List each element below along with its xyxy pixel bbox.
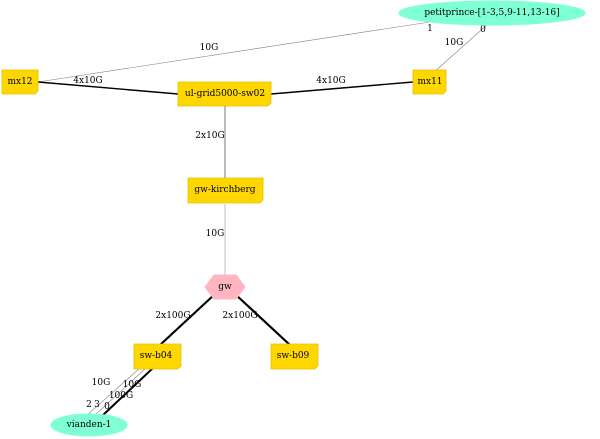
node-petitprince[interactable]: petitprince-[1-3,5,9-11,13-16] <box>398 0 586 26</box>
node-gw[interactable]: gw <box>204 274 246 300</box>
switch-shape <box>1 69 39 95</box>
gateway-hexagon <box>204 274 246 300</box>
nodes: petitprince-[1-3,5,9-11,13-16] mx12 ul-g… <box>1 0 586 437</box>
node-sw-b09[interactable]: sw-b09 <box>270 343 319 370</box>
edge-label-mx12-ul-grid5000-sw02: 4x10G <box>73 76 102 86</box>
switch-shape <box>412 69 447 95</box>
edge-label-ul-grid5000-sw02-mx11: 4x10G <box>316 76 345 86</box>
switch-shape <box>187 177 264 204</box>
port-label-vianden-c: 0 <box>104 402 110 412</box>
edge-label-gw-sw-b04: 2x100G <box>155 311 190 321</box>
switch-shape <box>270 343 319 370</box>
edge-label-petitprince-mx11: 10G <box>445 38 464 48</box>
node-mx12[interactable]: mx12 <box>1 69 39 95</box>
edge-sw-b04-vianden-b <box>93 367 147 417</box>
node-sw-b04[interactable]: sw-b04 <box>133 343 182 370</box>
edges <box>37 21 489 417</box>
edge-label-sw-b04-vianden-b: 10G <box>123 380 142 390</box>
edge-ul-grid5000-sw02-mx11 <box>270 81 414 95</box>
switch-shape <box>177 81 272 107</box>
edge-label-gw-sw-b09: 2x100G <box>222 311 257 321</box>
node-label-ul-grid5000-sw02: ul-grid5000-sw02 <box>185 89 265 99</box>
switch-shape <box>133 343 182 370</box>
edge-gw-sw-b09 <box>234 293 291 346</box>
edge-sw-b04-vianden-a <box>85 367 141 417</box>
node-label-gw: gw <box>218 282 232 292</box>
edge-mx12-ul-grid5000-sw02 <box>37 81 179 95</box>
edge-petitprince-mx12 <box>37 21 431 83</box>
edge-label-gw-kirchberg-gw: 10G <box>206 229 225 239</box>
port-label-petitprince-mx12: 1 <box>427 24 433 34</box>
node-label-petitprince: petitprince-[1-3,5,9-11,13-16] <box>424 8 559 18</box>
node-label-sw-b09: sw-b09 <box>277 351 310 361</box>
node-label-mx12: mx12 <box>7 77 32 87</box>
edge-labels: 10G 1 10G 0 4x10G 4x10G 2x10G 10G 2x100G… <box>73 24 486 412</box>
edge-gw-sw-b04 <box>159 293 216 346</box>
edge-label-sw-b04-vianden-a: 10G <box>92 378 111 388</box>
edge-label-ul-grid5000-sw02-gw-kirchberg: 2x10G <box>195 131 224 141</box>
edge-label-petitprince-mx12: 10G <box>200 43 219 53</box>
edge-petitprince-mx11 <box>432 23 489 74</box>
cluster-ellipse <box>398 0 586 26</box>
node-label-gw-kirchberg: gw-kirchberg <box>194 185 255 195</box>
node-label-sw-b04: sw-b04 <box>140 351 173 361</box>
node-mx11[interactable]: mx11 <box>412 69 447 95</box>
port-label-vianden-b: 3 <box>94 400 100 410</box>
node-ul-grid5000-sw02[interactable]: ul-grid5000-sw02 <box>177 81 272 107</box>
edge-label-sw-b04-vianden-c: 100G <box>109 391 133 401</box>
node-label-vianden-1: vianden-1 <box>66 420 112 430</box>
cluster-ellipse <box>50 413 128 437</box>
node-vianden-1[interactable]: vianden-1 <box>50 413 128 437</box>
port-label-vianden-a: 2 <box>86 400 92 410</box>
port-label-petitprince-mx11: 0 <box>480 25 486 35</box>
node-gw-kirchberg[interactable]: gw-kirchberg <box>187 177 264 204</box>
node-label-mx11: mx11 <box>417 77 442 87</box>
edge-sw-b04-vianden-c <box>101 367 154 417</box>
